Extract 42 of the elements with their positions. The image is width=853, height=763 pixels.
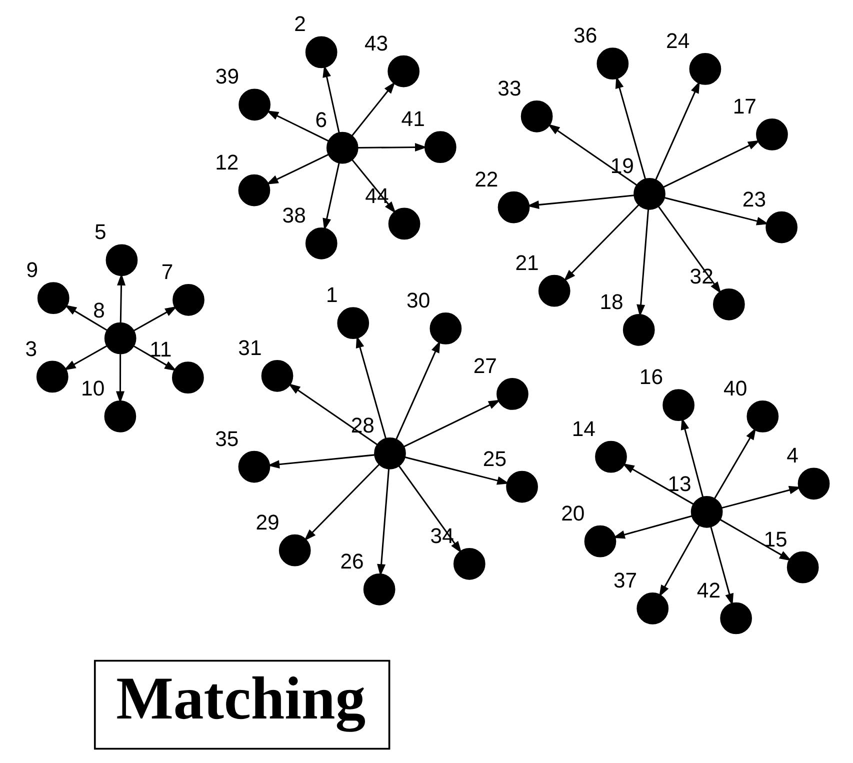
node-label: 42 (696, 578, 720, 602)
node-label: 11 (149, 338, 172, 362)
node-label: 41 (400, 107, 424, 132)
node-label: 31 (238, 336, 262, 360)
node-label: 18 (599, 290, 623, 314)
node-label: 43 (364, 31, 388, 56)
node-label: 29 (255, 510, 279, 534)
node-label: 28 (350, 413, 374, 438)
node-label: 21 (514, 250, 538, 275)
node-label: 2 (294, 12, 306, 36)
node-label: 14 (571, 416, 595, 441)
node-label: 38 (282, 203, 306, 228)
node-label: 23 (742, 187, 766, 212)
node-label: 5 (94, 220, 106, 244)
node-label: 24 (666, 29, 690, 54)
node-label: 35 (214, 426, 238, 451)
node-label: 16 (638, 365, 663, 390)
node-label: 4 (786, 444, 798, 468)
node-label: 15 (763, 527, 787, 552)
node-label: 22 (474, 167, 498, 192)
node-label: 27 (472, 354, 496, 378)
node-label: 9 (26, 258, 38, 282)
node-label: 36 (573, 24, 597, 48)
node-label: 26 (340, 549, 364, 574)
node-label: 40 (723, 376, 747, 400)
node-label: 17 (732, 94, 756, 119)
node-label: 20 (560, 501, 584, 526)
node-label: 39 (214, 64, 239, 89)
node-label: 19 (610, 154, 634, 178)
node-label: 7 (160, 260, 173, 284)
node-label: 33 (497, 76, 521, 100)
label: Matching (116, 665, 366, 732)
node-label: 10 (80, 376, 104, 400)
node-label: 12 (214, 150, 238, 174)
node-label: 3 (24, 336, 37, 361)
node-label: 8 (92, 298, 105, 322)
node-label: 6 (314, 108, 327, 132)
node-label: 1 (325, 283, 338, 308)
node-label: 13 (667, 472, 691, 496)
node-label: 25 (482, 446, 506, 471)
node-label: 37 (612, 568, 637, 593)
node-label: 30 (406, 288, 430, 313)
